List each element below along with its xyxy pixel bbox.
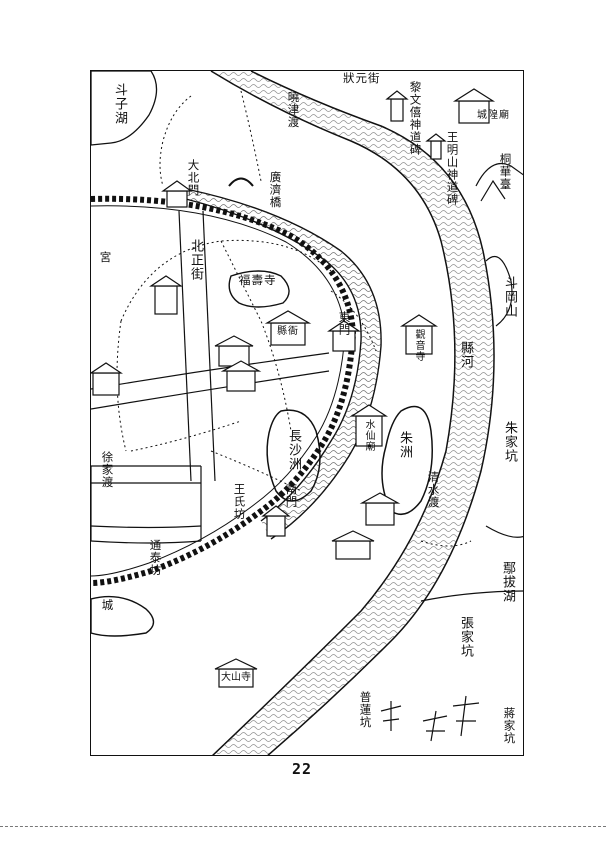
label-qing-shui-du: 清水渡 xyxy=(426,471,441,509)
label-zhu-zhou: 朱洲 xyxy=(397,431,412,459)
label-li-wen-xi-shendao-bei: 黎文僖神道碑 xyxy=(408,81,423,156)
label-dong-men: 東門 xyxy=(337,311,352,336)
shore-right-bay xyxy=(485,525,523,538)
label-yan-ma-hu: 鄢拔湖 xyxy=(500,561,515,603)
island-zhu-zhou xyxy=(381,405,433,516)
building-east-lower xyxy=(359,492,401,526)
map-frame: 斗子湖 狀元街 黎文僖神道碑 王明山神道碑 城隍廟 桐華臺 曉津渡 大北門 廣濟… xyxy=(90,70,524,756)
city-roads xyxy=(91,210,330,544)
page-number: 22 xyxy=(292,760,313,778)
building-north-gate xyxy=(161,180,193,208)
scan-bottom-line xyxy=(0,826,606,827)
building-far-left xyxy=(91,362,123,396)
label-bei-zheng-jie: 北正街 xyxy=(188,239,203,281)
label-bei-dajie-men: 大北門 xyxy=(186,159,201,197)
building-guan-yin-si xyxy=(399,314,439,355)
label-xian-he: 縣河 xyxy=(458,341,473,369)
moat-river-water xyxy=(186,189,382,539)
hills-right xyxy=(475,162,523,327)
label-zhuang-yuan-jie: 狀元街 xyxy=(343,71,381,85)
label-wang-shi-fang: 王氏坊 xyxy=(232,483,247,521)
building-li-wen-xi-stele xyxy=(385,90,409,122)
label-tong-hua-tai: 桐華臺 xyxy=(498,153,513,191)
lake-dou-zi-hu xyxy=(91,71,158,146)
building-center-left xyxy=(214,335,254,367)
trees-bottom xyxy=(380,695,480,742)
building-center-mid xyxy=(220,360,262,392)
building-south-gate xyxy=(261,505,291,537)
main-river-water xyxy=(211,71,495,755)
shore-lower-left xyxy=(91,595,155,637)
city-wall-crenellated xyxy=(91,195,357,586)
building-cheng-huang-miao xyxy=(452,88,496,124)
label-xian-ya: 縣衙 xyxy=(277,326,299,337)
label-wang-mingshan-shendao-bei: 王明山神道碑 xyxy=(445,131,460,206)
label-xiao-jin-du: 曉津渡 xyxy=(286,91,301,129)
building-wang-mingshan-stele xyxy=(425,133,447,160)
building-shui-xian-miao xyxy=(349,404,389,447)
label-nan-men: 南門 xyxy=(284,483,299,508)
label-zhang-jia-keng: 張家坑 xyxy=(458,616,473,658)
label-jiang-jia-keng: 蔣家坑 xyxy=(502,707,517,745)
island-fu-shi-si xyxy=(228,270,290,308)
building-dong-men xyxy=(327,320,361,352)
moat-river-bank-b xyxy=(185,188,382,540)
label-cheng: 城 xyxy=(100,599,115,612)
buildings xyxy=(91,88,496,688)
map-drawing xyxy=(91,71,523,755)
building-da-shan-si xyxy=(214,658,258,688)
label-tong-tai-fang: 通泰坊 xyxy=(148,539,163,577)
label-gong-yuan: 宮 xyxy=(98,251,113,264)
label-guang-ji-qiao: 廣濟橋 xyxy=(268,171,283,209)
label-pu-lian-keng: 普蓮坑 xyxy=(358,691,373,729)
shore-lower-right xyxy=(420,590,523,602)
building-south-lower xyxy=(331,530,375,560)
city-wall-line xyxy=(91,205,346,577)
label-da-shan-si: 大山寺 xyxy=(221,672,251,683)
building-west-shrine xyxy=(149,275,183,315)
label-dou-zi-hu: 斗子湖 xyxy=(112,83,127,125)
label-chang-sha-zhou: 長沙洲 xyxy=(286,429,301,471)
label-fu-shi-si: 福壽寺 xyxy=(239,273,277,287)
label-cheng-huang-miao: 城隍廟 xyxy=(477,110,510,121)
label-dou-gang-shan: 斗岡山 xyxy=(502,276,517,318)
label-shui-xian-miao: 水仙廟 xyxy=(363,419,374,452)
label-guan-yin-si: 觀音寺 xyxy=(413,329,424,362)
building-xian-ya xyxy=(264,310,312,346)
label-zhu-jia-keng: 朱家坑 xyxy=(502,421,517,463)
island-chang-sha-zhou xyxy=(266,409,321,502)
label-xu-jia-du: 徐家渡 xyxy=(100,451,115,489)
dotted-paths xyxy=(116,90,472,547)
bridge-guang-ji xyxy=(228,177,254,187)
